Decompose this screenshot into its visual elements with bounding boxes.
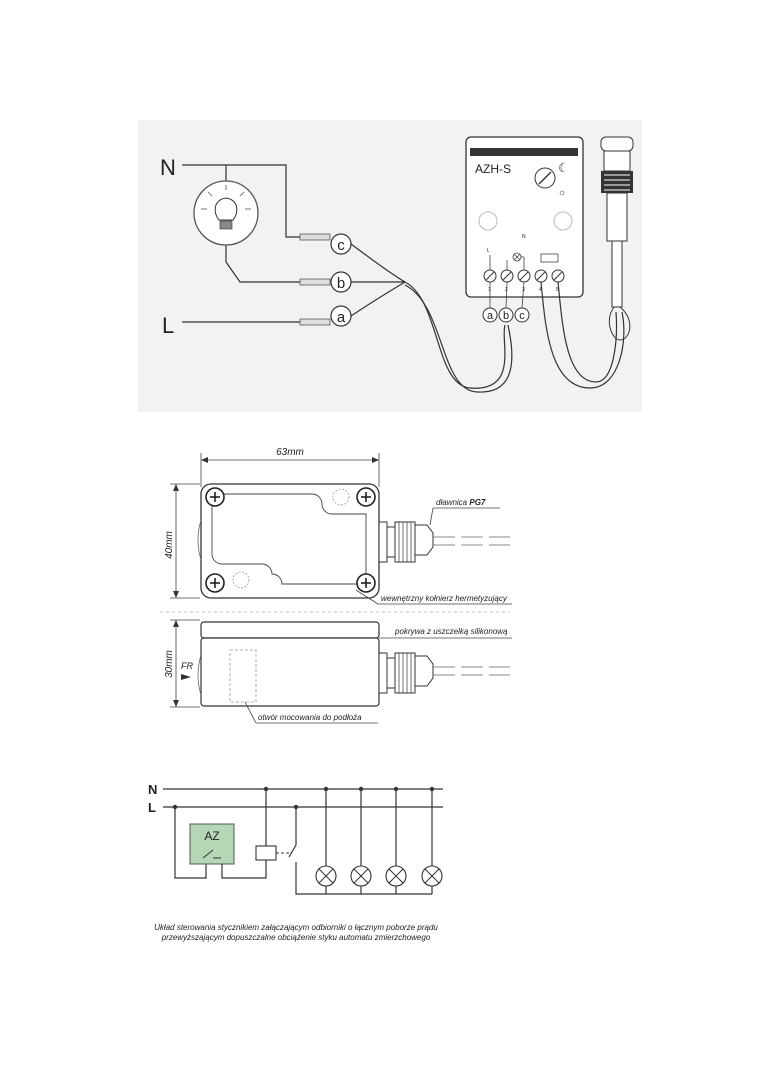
lamp-icon bbox=[193, 180, 259, 246]
mount-leader bbox=[244, 701, 257, 724]
width-label: 63mm bbox=[276, 447, 304, 458]
enclosure-cover bbox=[200, 621, 380, 639]
height-label: 40mm bbox=[164, 531, 175, 559]
wiring-n-label: N bbox=[160, 155, 176, 180]
gland-label: dławnica PG7 bbox=[436, 498, 486, 507]
sensor-cable-2 bbox=[557, 281, 618, 383]
terminal-c: c bbox=[330, 233, 352, 255]
terminal-a-label: a bbox=[337, 309, 346, 326]
terminal-b: b bbox=[330, 271, 352, 293]
lamp-return-wire bbox=[225, 243, 330, 283]
lead-tips bbox=[299, 233, 331, 326]
mount-hole-label: otwór mocowania do podłoża bbox=[258, 713, 362, 722]
junction-dots bbox=[172, 786, 435, 810]
gland-leader bbox=[429, 507, 434, 526]
inner-flange-label: wewnętrzny kołnierz hermetyzujący bbox=[381, 594, 508, 603]
mount-hole-top bbox=[332, 488, 350, 506]
corner-screws bbox=[205, 487, 376, 593]
schematic-n-label: N bbox=[148, 782, 157, 797]
pin-top-label-n: N bbox=[522, 234, 526, 240]
mount-hole-bottom bbox=[232, 571, 250, 589]
depth-label: 30mm bbox=[164, 650, 175, 678]
flange-leader bbox=[355, 589, 379, 605]
sensor-cable bbox=[540, 281, 625, 389]
device-marker-c: c bbox=[519, 310, 525, 322]
cable-gland-side bbox=[378, 652, 510, 694]
az-device-label: AZ bbox=[204, 829, 219, 843]
load-lamps bbox=[315, 789, 443, 894]
cover-label: pokrywa z uszczelką silikonową bbox=[394, 627, 508, 636]
device-terminal-markers: a b c bbox=[482, 281, 530, 323]
schematic-section: N L AZ bbox=[148, 782, 443, 942]
cable-gland-top bbox=[378, 521, 510, 563]
pin-label-5: 5 bbox=[556, 287, 559, 293]
pin-top-label-l: L bbox=[487, 248, 490, 254]
schematic-caption-line1: Układ sterowania stycznikiem załączający… bbox=[154, 923, 438, 932]
terminal-c-label: c bbox=[337, 237, 345, 254]
load-feed-wire bbox=[295, 862, 432, 895]
wiring-section: N L bbox=[138, 120, 642, 412]
fr-label: FR bbox=[181, 661, 193, 671]
pin-label-1: 1 bbox=[488, 287, 491, 293]
enclosure-top-view bbox=[200, 483, 380, 599]
terminal-b-label: b bbox=[337, 275, 345, 292]
wiring-l-label: L bbox=[162, 313, 174, 338]
terminal-a: a bbox=[330, 305, 352, 327]
dimensions-section: 63mm 40mm dławnic bbox=[160, 447, 512, 724]
az-contact bbox=[202, 849, 221, 859]
light-sensor-icon bbox=[600, 136, 634, 341]
moon-icon: ☾ bbox=[558, 161, 569, 175]
contactor-coil bbox=[255, 845, 277, 861]
inner-flange-outline bbox=[211, 493, 367, 585]
contactor-contact bbox=[288, 807, 297, 858]
pin-label-4: 4 bbox=[539, 287, 542, 293]
enclosure-side-view bbox=[200, 637, 380, 707]
device-model-label: AZH-S bbox=[475, 162, 511, 176]
sun-icon: ☼ bbox=[558, 187, 566, 197]
az-feed-wire bbox=[174, 807, 207, 879]
device-marker-b: b bbox=[503, 310, 509, 322]
az-device bbox=[189, 823, 235, 865]
azh-s-device: AZH-S ☾ ☼ L N 1 bbox=[465, 136, 584, 298]
mount-hole-side bbox=[229, 649, 257, 703]
az-output-wire bbox=[221, 860, 267, 879]
device-cable bbox=[350, 243, 513, 393]
schematic-caption-line2: przewyższającym dopuszczalne obciążenie … bbox=[161, 933, 431, 942]
device-marker-a: a bbox=[487, 310, 494, 322]
schematic-l-label: L bbox=[148, 800, 156, 815]
